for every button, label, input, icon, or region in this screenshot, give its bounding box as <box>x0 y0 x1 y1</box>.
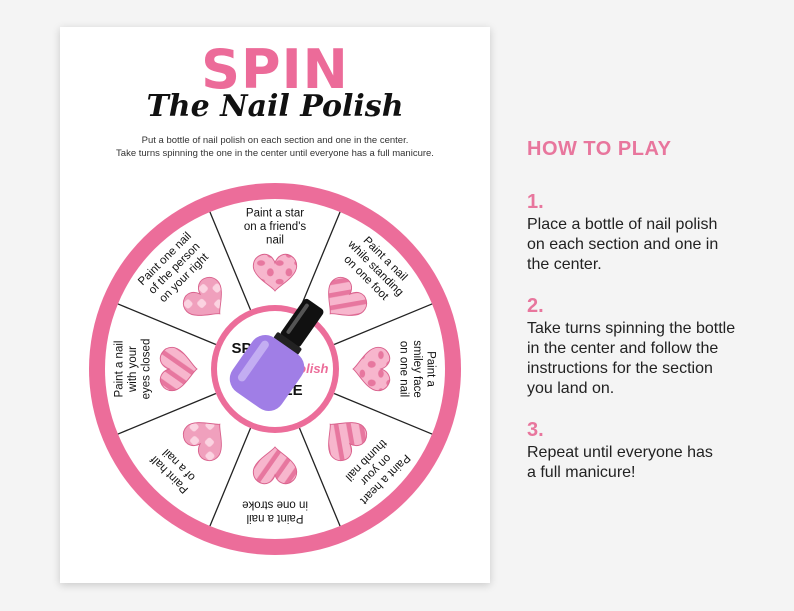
step-2-text: Take turns spinning the bottle in the ce… <box>527 320 736 397</box>
title-spin: SPIN <box>201 38 349 101</box>
step-3-number: 3. <box>527 419 544 441</box>
step-2-number: 2. <box>527 295 544 317</box>
step-1-text: Place a bottle of nail polish on each se… <box>527 216 719 273</box>
section-label: nail <box>266 235 284 247</box>
section-divider <box>298 211 341 311</box>
step-3-text: Repeat until everyone has a full manicur… <box>527 444 713 481</box>
instructions-line-2: Take turns spinning the one in the cente… <box>116 148 434 159</box>
heart-icon <box>182 422 222 462</box>
printable-sheet: SPIN The Nail Polish Put a bottle of nai… <box>60 27 490 583</box>
heart-icon <box>252 253 298 292</box>
bottle-body <box>229 335 305 411</box>
section-label: on one nail <box>398 341 410 397</box>
section-divider <box>209 211 252 311</box>
bottle-shine <box>237 340 269 382</box>
step-1: 1. Place a bottle of nail polish on each… <box>527 191 777 275</box>
section-label: with your <box>127 346 139 393</box>
step-3: 3. Repeat until everyone has a full mani… <box>527 419 777 483</box>
section-label: Paint a star <box>246 208 304 220</box>
wheel-section: Paint a nail in one stroke <box>242 446 308 524</box>
section-divider <box>333 392 433 435</box>
how-to-play-panel: HOW TO PLAY 1. Place a bottle of nail po… <box>527 138 777 503</box>
heart-icon <box>328 422 368 462</box>
heart-icon <box>159 346 198 392</box>
section-label: Paint a nail <box>114 341 126 398</box>
step-1-number: 1. <box>527 191 544 213</box>
title-subtitle: The Nail Polish <box>146 89 404 124</box>
heart-icon <box>252 446 298 485</box>
cap-highlight <box>286 303 309 334</box>
sheet-instructions: Put a bottle of nail polish on each sect… <box>80 134 470 160</box>
step-2: 2. Take turns spinning the bottle in the… <box>527 295 777 399</box>
heart-icon <box>182 276 222 316</box>
section-divider <box>209 427 252 527</box>
section-label: Paint a nail <box>247 512 304 524</box>
heart-icon <box>352 346 391 392</box>
section-label: Paint a <box>425 351 437 387</box>
section-divider <box>117 392 217 435</box>
bottle-cap <box>280 298 324 348</box>
section-divider <box>117 303 217 346</box>
instructions-line-1: Put a bottle of nail polish on each sect… <box>141 135 409 146</box>
section-label: smiley face <box>411 340 423 398</box>
section-label: in one stroke <box>242 498 308 510</box>
how-to-play-title: HOW TO PLAY <box>527 138 672 160</box>
section-divider <box>333 303 433 346</box>
bottle-neck <box>273 332 302 355</box>
section-divider <box>298 427 341 527</box>
nail-polish-bottle-icon <box>229 298 324 411</box>
section-label: eyes closed <box>141 339 153 400</box>
heart-icon <box>328 276 368 316</box>
section-label: on a friend's <box>244 221 307 233</box>
